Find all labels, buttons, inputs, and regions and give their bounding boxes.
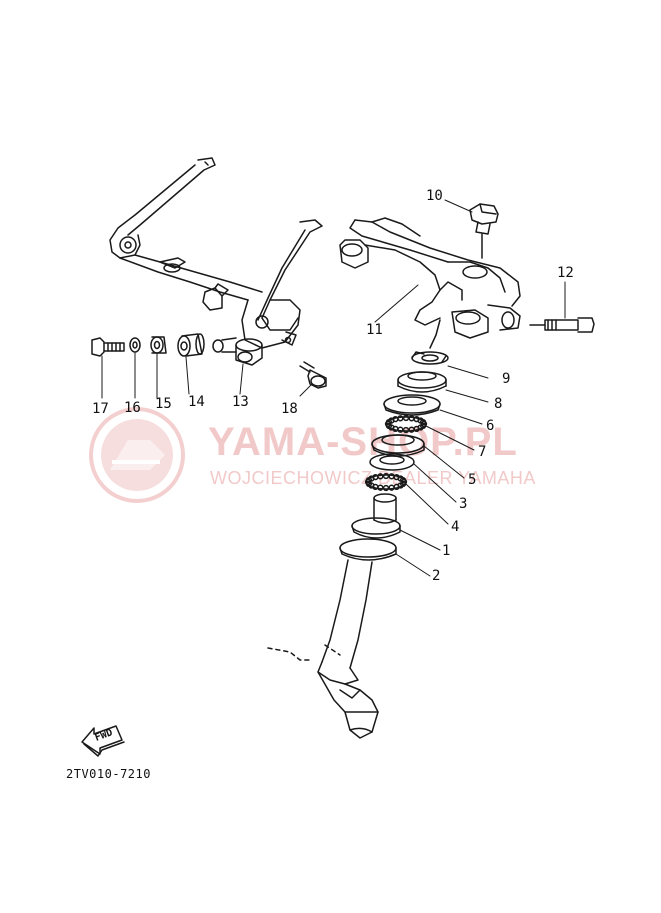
bearing-ball	[408, 415, 415, 422]
bearing-ball	[388, 473, 395, 480]
callout-9: 9	[502, 371, 511, 387]
callout-18: 18	[281, 401, 298, 417]
drawing-code: 2TV010-7210	[66, 767, 151, 781]
bearing-ball	[397, 415, 404, 422]
bearing-ball	[399, 476, 407, 484]
part-4-bearing	[364, 472, 408, 492]
part-7-bearing	[384, 414, 428, 434]
bearing-ball	[382, 472, 390, 480]
stay-bracket	[109, 157, 323, 349]
bearing-ball	[393, 483, 400, 491]
callout-13: 13	[232, 394, 249, 410]
callout-14: 14	[188, 394, 205, 410]
callout-15: 15	[155, 396, 172, 412]
bearing-ball	[408, 426, 415, 433]
bearing-ball	[397, 426, 404, 433]
part-11-upper-bracket	[339, 217, 521, 349]
bearing-ball	[377, 484, 384, 491]
callout-6: 6	[486, 418, 495, 434]
part-18-bolt	[299, 361, 327, 389]
part-17-bolt	[91, 337, 125, 357]
callout-5: 5	[468, 472, 477, 488]
watermark-title: YAMA-SHOP.PL	[208, 420, 518, 464]
bearing-ball	[382, 484, 390, 492]
callout-3: 3	[459, 496, 468, 512]
part-13-collar	[212, 337, 263, 366]
part-3-race	[369, 453, 415, 471]
part-16-washer	[129, 337, 141, 353]
leader-lines	[101, 199, 566, 577]
part-10-nut	[469, 203, 499, 259]
callout-17: 17	[92, 401, 109, 417]
steering-stem	[267, 493, 401, 739]
callout-7: 7	[478, 444, 487, 460]
callout-4: 4	[451, 519, 460, 535]
bearing-ball	[388, 484, 395, 491]
callout-8: 8	[494, 396, 503, 412]
part-5-race	[371, 434, 425, 457]
part-9-lock-washer	[411, 351, 449, 365]
callout-11: 11	[366, 322, 383, 338]
callout-12: 12	[557, 265, 574, 281]
callout-16: 16	[124, 400, 141, 416]
part-8-ring-nut	[397, 371, 447, 393]
part-15-bushing	[150, 336, 167, 354]
part-6-cover	[383, 394, 441, 416]
callout-2: 2	[432, 568, 441, 584]
bearing-ball	[377, 473, 384, 480]
part-14-damper	[177, 333, 205, 357]
bearing-ball	[372, 473, 379, 481]
bearing-ball	[413, 425, 420, 433]
bearing-ball	[419, 418, 427, 426]
callout-10: 10	[426, 188, 443, 204]
part-12-bolt	[529, 317, 595, 333]
bearing-ball	[402, 414, 410, 422]
callout-1: 1	[442, 543, 451, 559]
fwd-arrow-icon	[81, 725, 125, 757]
bearing-ball	[392, 415, 399, 423]
bearing-ball	[402, 426, 410, 434]
